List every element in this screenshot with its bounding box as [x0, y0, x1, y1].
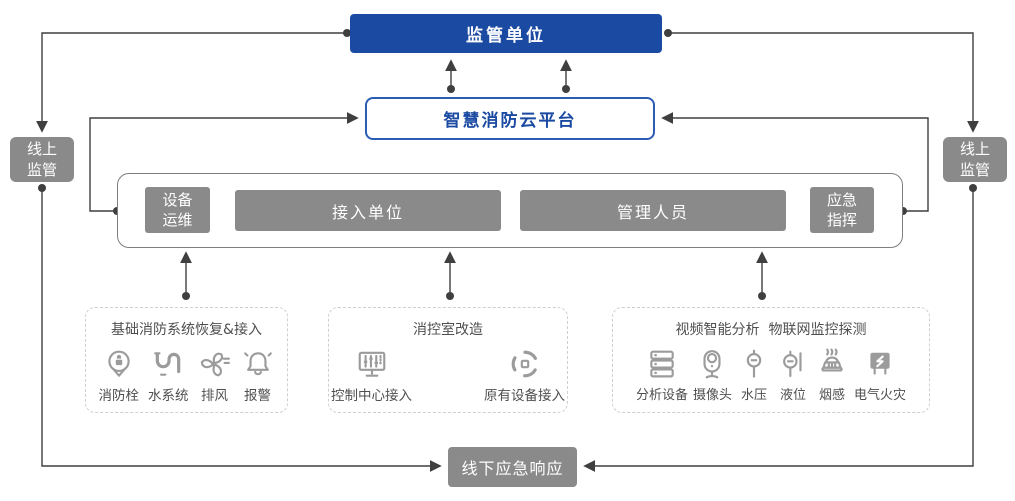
alarm-bell-icon	[241, 347, 275, 381]
item-label: 水系统	[148, 388, 189, 404]
fan-icon	[198, 347, 232, 381]
fan-icon-item: 排风	[198, 347, 232, 404]
group-title: 消控室改造	[413, 322, 483, 338]
water-pipe-icon	[151, 347, 185, 381]
list-item: 水压	[737, 347, 771, 403]
managers-box: 管理人员	[520, 190, 786, 231]
list-item: 原有设备接入	[484, 347, 565, 404]
online-supervision-left-box: 线上监管	[10, 137, 74, 182]
device-ops-line: 设备	[162, 190, 193, 209]
group-title: 视频智能分析 物联网监控探测	[675, 322, 867, 338]
item-label: 原有设备接入	[484, 388, 565, 404]
online-supervision-line: 监管	[959, 160, 990, 179]
electrical-fire-icon	[863, 347, 897, 381]
list-item: 水系统	[148, 347, 189, 404]
group-video-iot-detection: 视频智能分析 物联网监控探测 分析设备 摄像头 水压	[612, 307, 930, 413]
emergency-command-box: 应急指挥	[810, 187, 874, 233]
legacy-device-icon	[508, 347, 542, 381]
list-item: 电气火灾	[854, 347, 906, 403]
item-label: 报警	[244, 388, 271, 404]
regulator-unit-box: 监管单位	[350, 14, 662, 53]
item-label: 排风	[201, 388, 228, 404]
list-item: 摄像头	[693, 347, 732, 403]
access-unit-box: 接入单位	[235, 190, 501, 231]
item-label: 电气火灾	[854, 388, 907, 403]
online-supervision-right-box: 线上监管	[943, 137, 1007, 182]
connector-regulator-to-online-right	[668, 32, 979, 133]
group-basic-fire-systems: 基础消防系统恢复&接入 消防栓 水系统 排风	[85, 307, 288, 413]
list-item: 分析设备	[636, 347, 688, 403]
liquid-level-icon	[776, 347, 810, 381]
list-item: 报警	[241, 347, 275, 404]
online-supervision-line: 线上	[959, 140, 990, 159]
online-supervision-line: 线上	[26, 140, 57, 159]
item-label: 水压	[740, 388, 767, 403]
hydrant-icon	[102, 347, 136, 381]
camera-icon	[695, 347, 729, 381]
item-label: 摄像头	[692, 388, 732, 403]
control-center-icon	[355, 347, 389, 381]
list-item: 烟感	[815, 347, 849, 403]
emergency-command-line: 应急	[826, 190, 857, 209]
connector-regulator-to-online-left	[36, 32, 347, 133]
device-ops-line: 运维	[162, 211, 193, 229]
list-item: 控制中心接入	[331, 347, 412, 404]
emergency-command-line: 指挥	[826, 211, 857, 229]
water-pressure-icon	[737, 347, 771, 381]
list-item: 消防栓	[98, 347, 140, 404]
group-control-room-retrofit: 消控室改造 控制中心接入 原有设备接入	[328, 307, 568, 413]
smoke-detector-icon	[815, 347, 849, 381]
item-label: 液位	[779, 388, 806, 403]
device-ops-box: 设备运维	[145, 187, 210, 233]
cloud-platform-box: 智慧消防云平台	[365, 97, 655, 140]
item-label: 烟感	[818, 388, 845, 403]
offline-response-box: 线下应急响应	[448, 447, 577, 487]
analysis-server-icon	[645, 347, 679, 381]
list-item: 液位	[776, 347, 810, 403]
item-label: 分析设备	[635, 388, 688, 403]
group-title: 基础消防系统恢复&接入	[111, 322, 262, 338]
item-label: 控制中心接入	[331, 388, 412, 404]
item-label: 消防栓	[98, 388, 140, 404]
online-supervision-line: 监管	[26, 160, 57, 179]
